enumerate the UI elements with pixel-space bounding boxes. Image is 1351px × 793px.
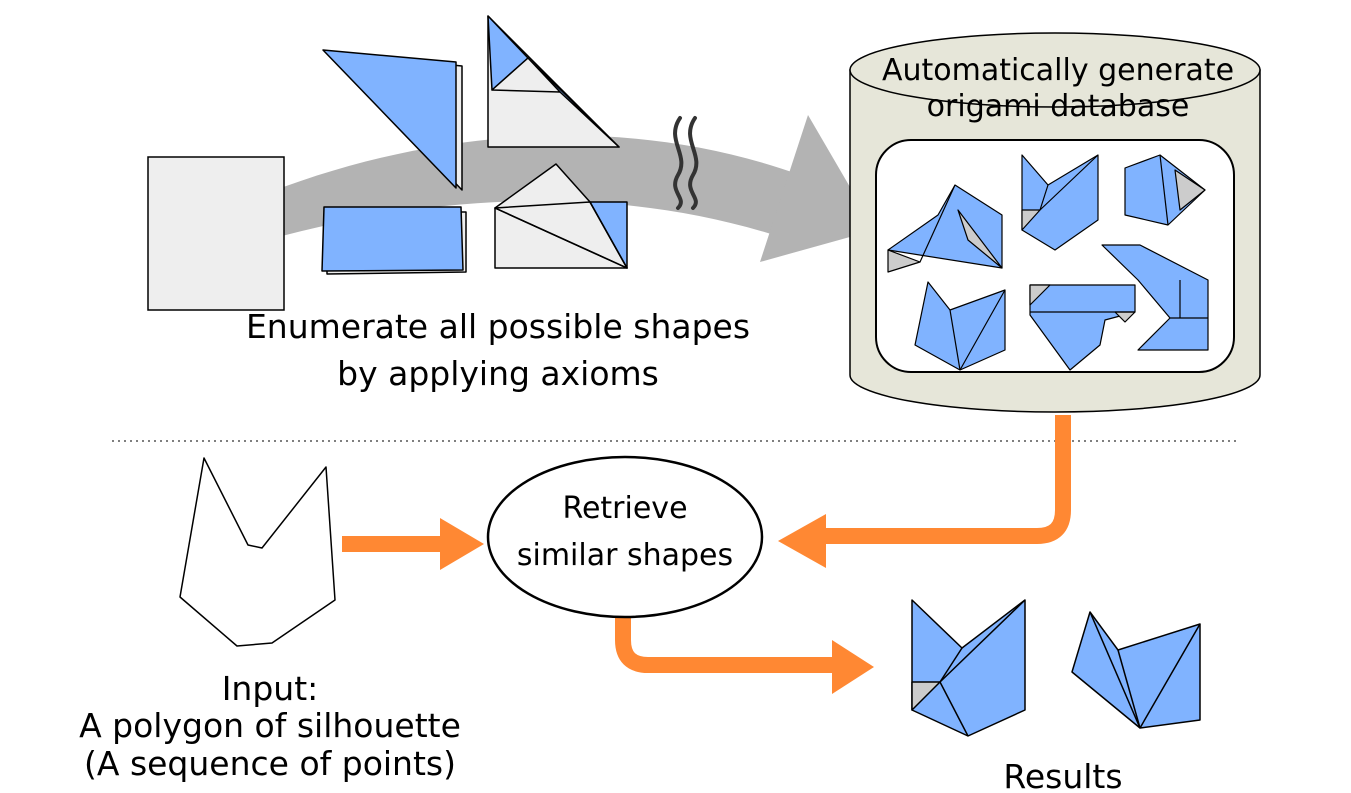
result-shape-2 bbox=[1071, 611, 1201, 729]
enumerate-caption-line1: Enumerate all possible shapes bbox=[246, 307, 750, 346]
database-origami-models bbox=[887, 154, 1209, 371]
folded-shape-kite bbox=[487, 15, 620, 148]
results-caption: Results bbox=[1003, 757, 1122, 793]
database-title-line2: origami database bbox=[927, 89, 1190, 124]
retrieval-arrows bbox=[342, 415, 1071, 694]
database-title-line1: Automatically generate bbox=[882, 53, 1234, 88]
wavy-break-icon bbox=[673, 116, 699, 210]
folded-shape-triangle bbox=[322, 49, 463, 191]
result-shape-1 bbox=[911, 599, 1026, 737]
square-paper-sheet bbox=[147, 156, 285, 311]
retrieve-label-line1: Retrieve bbox=[562, 491, 687, 526]
folded-shape-dart bbox=[494, 163, 628, 269]
folded-shape-rectangle bbox=[321, 206, 467, 275]
enumerate-caption-line2: by applying axioms bbox=[337, 354, 659, 393]
retrieve-node bbox=[486, 455, 764, 619]
input-caption-line3: (A sequence of points) bbox=[84, 744, 456, 783]
input-silhouette-polygon bbox=[179, 457, 336, 647]
retrieve-label-line2: similar shapes bbox=[517, 538, 733, 573]
input-caption-line2: A polygon of silhouette bbox=[79, 706, 461, 745]
input-caption-line1: Input: bbox=[222, 669, 319, 708]
